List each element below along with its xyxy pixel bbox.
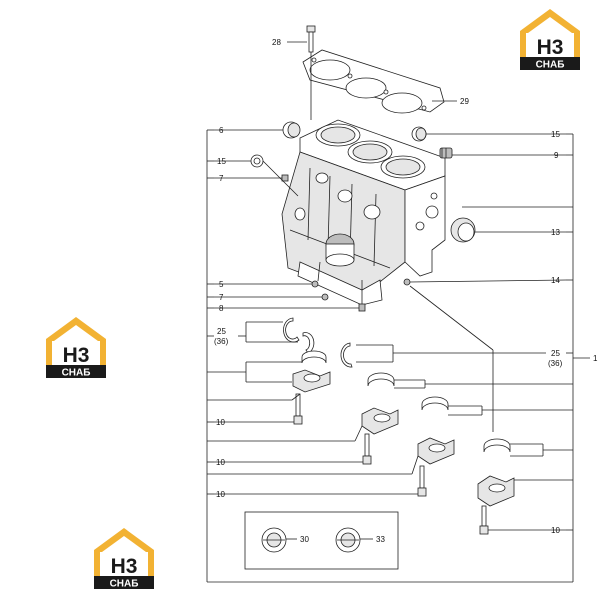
callout-7-upper: 7 — [219, 174, 224, 183]
main-bearing-bolt-4 — [479, 505, 489, 535]
callout-1: 1 — [593, 354, 598, 363]
plug-14 — [403, 278, 411, 286]
logo-sub-text: СНАБ — [62, 368, 91, 379]
pin-8 — [358, 303, 366, 312]
head-bolt — [306, 25, 316, 53]
callout-6: 6 — [219, 126, 224, 135]
seal-15-left — [250, 154, 264, 168]
main-bearing-3 — [421, 396, 449, 411]
logo-top-right: H3 СНАБ — [520, 9, 580, 71]
bearing-variant-box — [244, 511, 399, 570]
callout-25-right: 25 — [551, 349, 560, 358]
main-bearing-cap-1 — [292, 369, 331, 393]
cylinder-block — [281, 119, 446, 306]
logo-main-text: H3 — [111, 555, 138, 578]
main-bearing-bolt-2 — [362, 433, 372, 465]
callout-labels: 28 29 6 15 15 9 7 13 14 5 7 8 25 (36) 25… — [214, 38, 598, 544]
callout-10-c: 10 — [216, 490, 225, 499]
callout-33: 33 — [376, 535, 385, 544]
callout-30: 30 — [300, 535, 309, 544]
main-bearing-bolt-3 — [417, 465, 427, 497]
logo-sub-text: СНАБ — [110, 579, 139, 590]
callout-28: 28 — [272, 38, 281, 47]
leader-lines — [207, 41, 573, 540]
thrust-washers-left — [283, 317, 315, 354]
bushing-13 — [450, 217, 476, 243]
main-bearing-cap-4 — [477, 475, 515, 507]
main-bearing-bolt-1 — [293, 393, 303, 425]
logo-sub-text: СНАБ — [536, 60, 565, 71]
callout-36-left: (36) — [214, 337, 229, 346]
callout-36-right: (36) — [548, 359, 563, 368]
logo-main-text: H3 — [63, 344, 90, 367]
plug-15-right — [411, 126, 427, 142]
callout-14: 14 — [551, 276, 560, 285]
callout-25-left: 25 — [217, 327, 226, 336]
main-bearing-cap-2 — [361, 407, 399, 435]
pin-5 — [311, 280, 319, 288]
callout-8: 8 — [219, 304, 224, 313]
plug-7-lower — [321, 293, 329, 301]
plug-7-upper — [281, 174, 289, 182]
expansion-plug-6 — [282, 121, 301, 139]
head-gasket — [302, 49, 445, 114]
callout-9: 9 — [554, 151, 559, 160]
main-bearing-1 — [301, 350, 327, 364]
callout-10-a: 10 — [216, 418, 225, 427]
callout-5: 5 — [219, 280, 224, 289]
main-bearing-4 — [483, 438, 511, 453]
logo-bottom-left: H3 СНАБ — [94, 528, 154, 590]
callout-15-left: 15 — [217, 157, 226, 166]
main-bearing-2 — [367, 372, 395, 387]
logo-main-text: H3 — [537, 36, 564, 59]
callout-7-lower: 7 — [219, 293, 224, 302]
main-bearing-cap-3 — [417, 437, 455, 465]
callout-29: 29 — [460, 97, 469, 106]
thrust-washers-right — [340, 342, 353, 368]
callout-15-right: 15 — [551, 130, 560, 139]
callout-10-b: 10 — [216, 458, 225, 467]
logo-middle-left: H3 СНАБ — [46, 317, 106, 379]
plug-9 — [439, 147, 453, 159]
callout-13: 13 — [551, 228, 560, 237]
callout-10-d: 10 — [551, 526, 560, 535]
assembly-frame — [206, 129, 590, 583]
